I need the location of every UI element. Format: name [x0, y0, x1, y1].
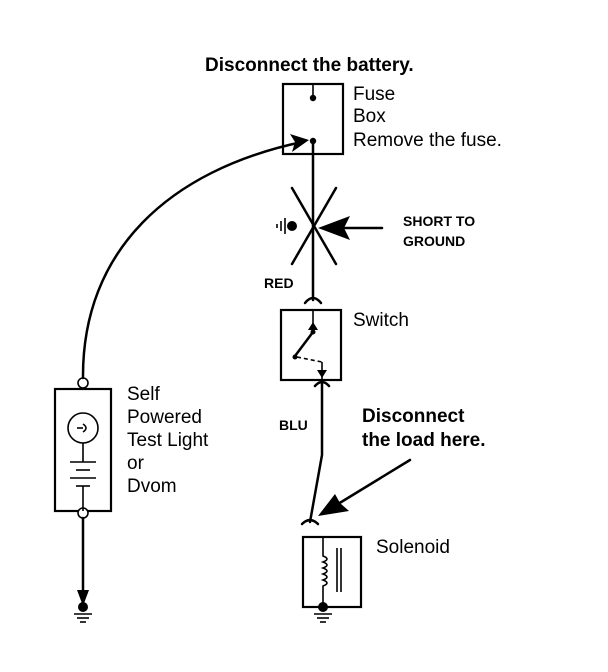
switch-label: Switch — [353, 310, 409, 331]
probe-lead-arrow — [290, 134, 309, 152]
blu-wire — [308, 379, 324, 524]
test-light-ground-icon — [74, 602, 92, 623]
remove-fuse-instruction: Remove the fuse. — [353, 130, 502, 151]
disconnect-load-arrow — [318, 458, 412, 516]
test-light-label-1: Self — [127, 384, 160, 405]
solenoid — [301, 535, 363, 609]
short-to-ground-arrow — [318, 216, 384, 240]
test-light-label-3: Test Light — [127, 430, 209, 451]
ground-lead-arrow — [77, 590, 89, 606]
short-to-ground-marker — [276, 186, 338, 266]
blu-wire-connector-bottom — [300, 518, 320, 526]
disconnect-battery-instruction: Disconnect the battery. — [205, 55, 414, 76]
disconnect-load-instruction: Disconnect — [362, 406, 465, 427]
test-light-label-4: or — [127, 453, 145, 474]
solenoid-label: Solenoid — [376, 537, 450, 558]
probe-lead — [81, 140, 304, 380]
fuse-box-label-box: Box — [353, 106, 386, 127]
blu-wire-connector-top — [313, 380, 331, 388]
test-light-label-2: Powered — [127, 407, 202, 428]
solenoid-ground-icon — [314, 602, 332, 623]
test-light-label-5: Dvom — [127, 476, 177, 497]
short-to-ground-label-2: GROUND — [403, 233, 465, 249]
test-light — [53, 377, 113, 519]
red-wire-connector — [303, 296, 323, 305]
blu-wire-label: BLU — [279, 417, 308, 433]
disconnect-load-instruction-2: the load here. — [362, 430, 486, 451]
switch — [279, 308, 343, 382]
short-to-ground-label: SHORT TO — [403, 213, 475, 229]
fuse-box-label: Fuse — [353, 84, 395, 105]
red-wire-label: RED — [264, 275, 294, 291]
